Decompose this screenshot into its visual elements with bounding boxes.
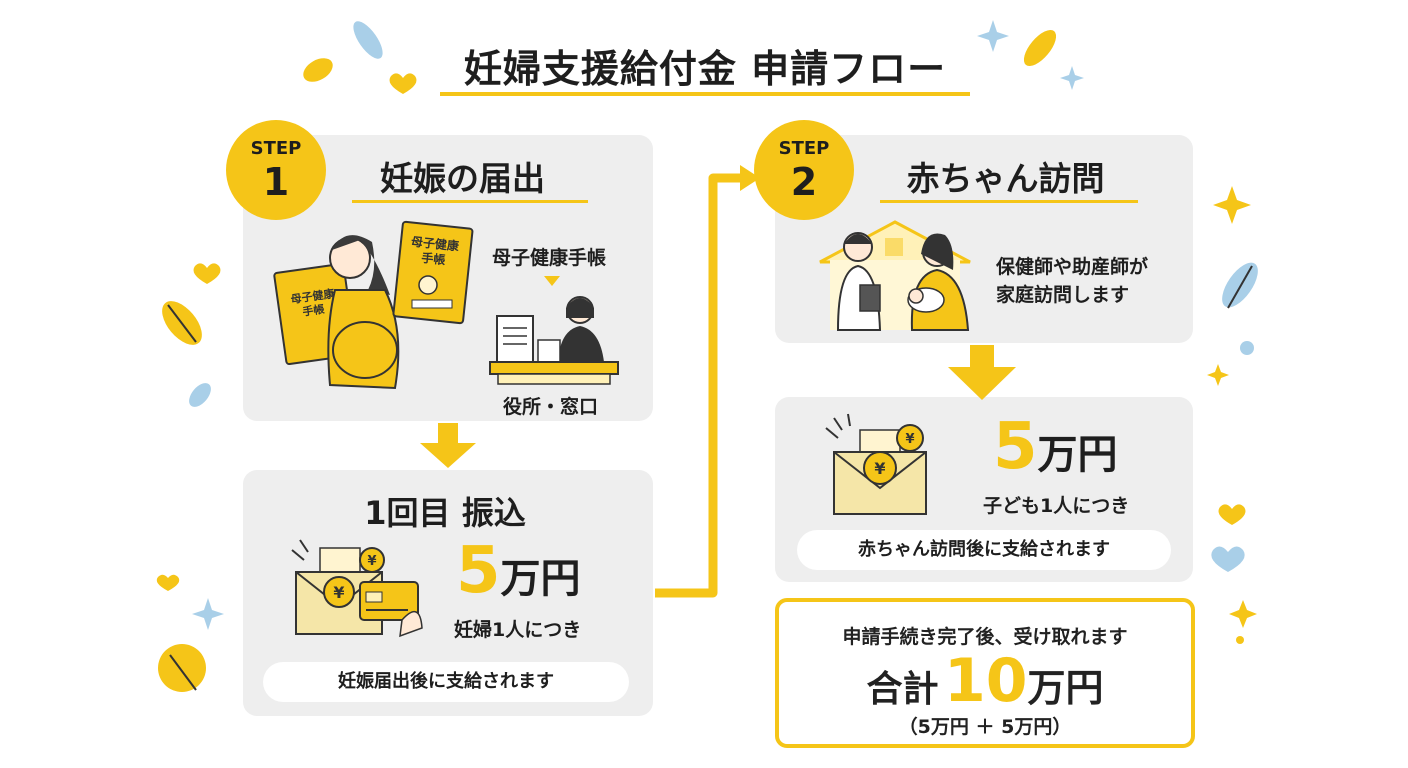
book-text-right-2: 手帳 [421,250,446,267]
total-note: 申請手続き完了後、受け取れます [842,626,1128,648]
step1-heading-underline [352,200,588,203]
payment2-per: 子ども1人につき [983,495,1130,517]
decorative-hearts [156,73,1246,591]
page-title: 妊婦支援給付金 申請フロー [463,47,947,91]
yen-coin-1: ¥ [333,583,344,602]
payment1-amount: 5万円 [456,534,581,608]
connector-arrow [655,165,760,598]
step1-badge-label: STEP [250,138,302,159]
down-arrow-2 [948,345,1016,400]
step2-badge-label: STEP [778,138,830,159]
pregnant-woman-icon: 母子健康 手帳 母子健康 手帳 [273,220,474,390]
yen-coin-2: ¥ [367,554,376,569]
step2-desc-line1: 保健師や助産師が [996,256,1149,278]
step1-heading: 妊娠の届出 [380,159,545,198]
step1-badge: STEP 1 [226,120,326,220]
total-amount: 合計 10万円 [779,646,1191,716]
yen-coin-4: ¥ [905,432,914,447]
payment2-amount: 5万円 [993,410,1118,484]
handbook-pointer [544,276,560,286]
book-text-right: 母子健康 [410,234,460,254]
total-breakdown: （5万円 ＋ 5万円） [898,716,1072,738]
payment1-per: 妊婦1人につき [454,619,582,641]
sparkle-icons [192,20,1257,630]
payment2-amount-number: 5 [993,410,1038,484]
step2-badge-number: 2 [790,160,818,204]
step2-heading-underline [880,200,1138,203]
office-counter-icon [489,296,619,385]
credit-card-icon [359,581,423,638]
total-box: 申請手続き完了後、受け取れます 合計 10万円 （5万円 ＋ 5万円） [775,598,1195,748]
step1-badge-number: 1 [262,160,290,204]
book-text-left-2: 手帳 [302,302,326,319]
payment2-amount-unit: 万円 [1037,432,1118,478]
payment1-amount-number: 5 [456,534,501,608]
envelope-yen-icon-2: ¥ ¥ [825,413,927,515]
handbook-label: 母子健康手帳 [492,247,607,269]
title-underline [440,92,970,96]
total-amount-unit: 万円 [1027,666,1104,710]
home-visit-icon [819,220,971,331]
yen-coin-3: ¥ [874,459,885,478]
step2-desc-line2: 家庭訪問します [996,284,1130,306]
book-text-left: 母子健康 [290,286,337,306]
total-label: 合計 [866,669,939,710]
step2-badge: STEP 2 [754,120,854,220]
total-amount-number: 10 [944,646,1028,716]
down-arrow-1 [420,423,476,468]
payment1-amount-unit: 万円 [500,556,581,602]
payment1-heading: 1回目 振込 [364,494,526,532]
payment1-note: 妊娠届出後に支給されます [263,662,629,702]
decorative-leaves [158,21,1258,692]
step2-heading: 赤ちゃん訪問 [906,159,1105,198]
office-label: 役所・窓口 [503,396,599,418]
payment2-note: 赤ちゃん訪問後に支給されます [797,530,1171,570]
